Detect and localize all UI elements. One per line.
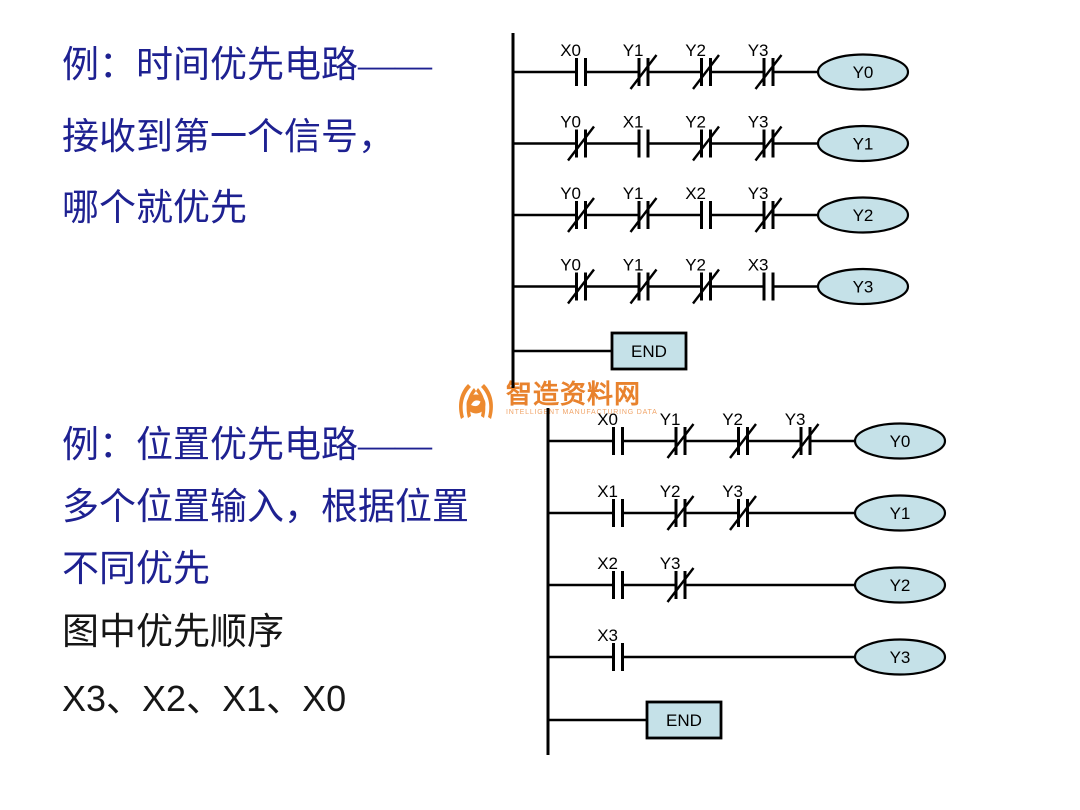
contact-label: X2 <box>685 184 706 203</box>
nc-slash-line <box>629 268 658 305</box>
nc-slash-line <box>754 125 783 162</box>
contact-label: Y2 <box>685 113 706 132</box>
position-priority-heading-line2: 多个位置输入，根据位置 <box>62 487 469 528</box>
nc-slash-line <box>791 423 820 459</box>
nc-slash-line <box>567 197 595 233</box>
nc-slash-line <box>567 268 595 305</box>
contact-label: Y3 <box>748 184 769 203</box>
contact-label: Y2 <box>685 41 706 60</box>
nc-slash-line <box>692 125 720 162</box>
coil <box>816 196 910 234</box>
coil <box>816 124 910 163</box>
contact-label: Y3 <box>748 41 769 60</box>
time-priority-heading-line2: 接收到第一个信号， <box>62 117 395 158</box>
end-label: END <box>666 711 702 730</box>
end-block <box>645 700 723 740</box>
contact-label: Y0 <box>560 256 581 275</box>
contact-label: Y0 <box>560 184 581 203</box>
contact-label: Y3 <box>660 554 681 573</box>
contact-label: Y2 <box>685 256 706 275</box>
priority-order-label: 图中优先顺序 <box>62 612 284 653</box>
coil <box>816 267 910 306</box>
end-block <box>610 331 688 371</box>
position-priority-heading-line3: 不同优先 <box>62 549 210 590</box>
coil-label: Y2 <box>853 206 874 225</box>
time-priority-heading-line3: 哪个就优先 <box>62 188 247 229</box>
watermark-subtitle: INTELLIGENT MANUFACTURING DATA <box>506 409 658 416</box>
watermark-title: 智造资料网 <box>506 379 642 409</box>
nc-slash-line <box>692 54 720 90</box>
time-priority-heading-line1: 例：时间优先电路—— <box>62 45 432 86</box>
nc-slash-line <box>754 54 783 90</box>
contact-label: Y1 <box>660 410 681 429</box>
nc-slash-line <box>629 54 658 90</box>
contact-label: Y3 <box>748 113 769 132</box>
coil-label: Y0 <box>853 63 874 82</box>
contact-label: Y1 <box>623 41 644 60</box>
nc-slash-line <box>629 197 658 233</box>
coil-label: Y2 <box>890 576 911 595</box>
contact-label: X1 <box>623 113 644 132</box>
contact-label: Y3 <box>722 482 743 501</box>
coil <box>853 566 947 604</box>
priority-order-sequence: X3、X2、X1、X0 <box>62 678 347 719</box>
nc-slash-line <box>729 423 757 459</box>
coil <box>853 494 947 532</box>
contact-label: Y2 <box>660 482 681 501</box>
coil-label: Y3 <box>853 278 874 297</box>
contact-label: X2 <box>597 554 618 573</box>
coil <box>853 422 947 460</box>
nc-slash-line <box>567 125 595 162</box>
watermark-logo-icon <box>459 384 493 419</box>
contact-label: Y1 <box>623 256 644 275</box>
coil <box>816 53 910 91</box>
coil-label: Y1 <box>890 504 911 523</box>
contact-label: X0 <box>597 410 618 429</box>
nc-slash-line <box>666 495 695 531</box>
nc-slash-line <box>729 495 757 531</box>
watermark: 智造资料网 INTELLIGENT MANUFACTURING DATA <box>452 376 658 424</box>
position-priority-heading-line1: 例：位置优先电路—— <box>62 425 432 466</box>
end-label: END <box>631 342 667 361</box>
coil-label: Y1 <box>853 135 874 154</box>
coil-label: Y0 <box>890 432 911 451</box>
contact-label: Y3 <box>785 410 806 429</box>
watermark-text: 智造资料网 INTELLIGENT MANUFACTURING DATA <box>506 376 658 416</box>
contact-label: X0 <box>560 41 581 60</box>
nc-slash-line <box>754 197 783 233</box>
contact-label: Y0 <box>560 113 581 132</box>
contact-label: X3 <box>748 256 769 275</box>
nc-slash-line <box>666 567 695 603</box>
contact-label: X3 <box>597 626 618 645</box>
contact-label: Y1 <box>623 184 644 203</box>
coil-label: Y3 <box>890 648 911 667</box>
contact-label: Y2 <box>722 410 743 429</box>
contact-label: X1 <box>597 482 618 501</box>
nc-slash-line <box>666 423 695 459</box>
nc-slash-line <box>692 268 720 305</box>
coil <box>853 638 947 676</box>
